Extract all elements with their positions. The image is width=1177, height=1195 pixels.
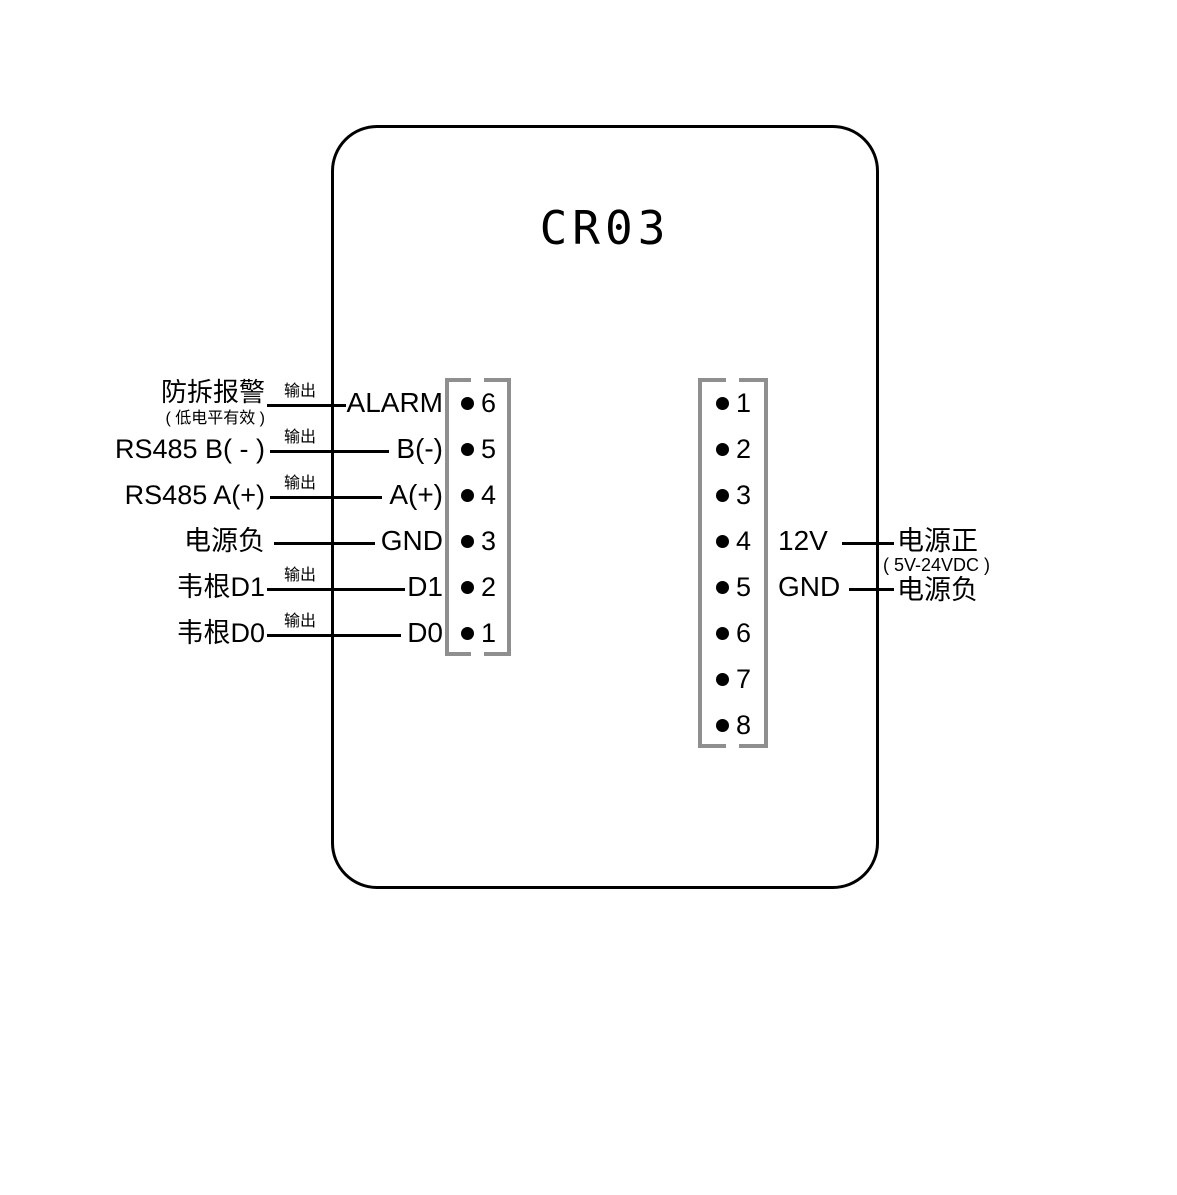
left-pin2-signal: D1 (407, 571, 443, 602)
left-pin4-signal: A(+) (389, 479, 443, 510)
output-tag-rs485-a: 输出 (283, 475, 316, 492)
pin-dot (716, 489, 729, 502)
wire-rs485-b (270, 450, 389, 453)
label-wiegand-d0: 韦根D0 (176, 618, 265, 648)
label-power-negative-right: 电源负 (897, 575, 978, 605)
wire-alarm (267, 404, 346, 407)
output-tag-d1: 输出 (283, 567, 316, 584)
label-rs485-b: RS485 B( - ) (114, 434, 265, 464)
label-power-positive: 电源正 (897, 526, 978, 556)
right-connector-bottom-gap (726, 742, 739, 750)
pin-dot (461, 581, 474, 594)
output-tag-alarm: 输出 (283, 383, 316, 400)
pin-dot (716, 627, 729, 640)
label-rs485-a: RS485 A(+) (124, 480, 265, 510)
label-tamper-alarm-note: ( 低电平有效 ) (165, 410, 265, 427)
right-pin4-signal: 12V (778, 525, 828, 556)
label-wiegand-d1: 韦根D1 (176, 572, 265, 602)
right-pin5-signal: GND (778, 571, 841, 602)
pin-dot (716, 673, 729, 686)
left-pin5-signal: B(-) (396, 433, 443, 464)
pin-dot (716, 535, 729, 548)
pin-dot (461, 397, 474, 410)
left-pin-number-6: 6 (481, 388, 497, 418)
left-pin-number-5: 5 (481, 434, 497, 464)
pin-dot (461, 443, 474, 456)
right-pin-number-3: 3 (736, 480, 752, 510)
left-connector-top-gap (471, 377, 484, 384)
right-connector-top-gap (726, 377, 739, 384)
right-pin-number-4: 4 (736, 526, 752, 556)
label-power-positive-note: ( 5V-24VDC ) (883, 555, 991, 575)
device-title: CR03 (539, 201, 671, 255)
wire-gnd-left (274, 542, 375, 545)
wire-power-positive (842, 542, 894, 545)
label-power-negative-left: 电源负 (184, 526, 265, 556)
left-pin-number-2: 2 (481, 572, 497, 602)
left-pin-number-3: 3 (481, 526, 497, 556)
right-pin-number-6: 6 (736, 618, 752, 648)
pin-dot (716, 719, 729, 732)
wire-d0 (267, 634, 401, 637)
left-pin3-signal: GND (380, 525, 443, 556)
output-tag-d0: 输出 (283, 613, 316, 630)
left-connector (445, 378, 511, 656)
right-pin-number-5: 5 (736, 572, 752, 602)
pin-dot (716, 443, 729, 456)
left-pin-number-4: 4 (481, 480, 497, 510)
left-pin6-signal: ALARM (346, 387, 443, 418)
left-connector-bottom-gap (471, 650, 484, 658)
pin-dot (461, 535, 474, 548)
right-pin-number-2: 2 (736, 434, 752, 464)
right-pin-number-8: 8 (736, 710, 752, 740)
pin-dot (461, 489, 474, 502)
left-pin-number-1: 1 (481, 618, 497, 648)
pin-dot (716, 397, 729, 410)
wire-d1 (267, 588, 405, 591)
device-outline (331, 125, 879, 889)
wire-power-negative (849, 588, 894, 591)
wire-rs485-a (270, 496, 382, 499)
pin-dot (461, 627, 474, 640)
output-tag-rs485-b: 输出 (283, 429, 316, 446)
right-pin-number-1: 1 (736, 388, 752, 418)
right-connector (698, 378, 768, 748)
label-tamper-alarm: 防拆报警 (160, 377, 265, 407)
left-pin1-signal: D0 (407, 617, 443, 648)
pin-dot (716, 581, 729, 594)
right-pin-number-7: 7 (736, 664, 752, 694)
